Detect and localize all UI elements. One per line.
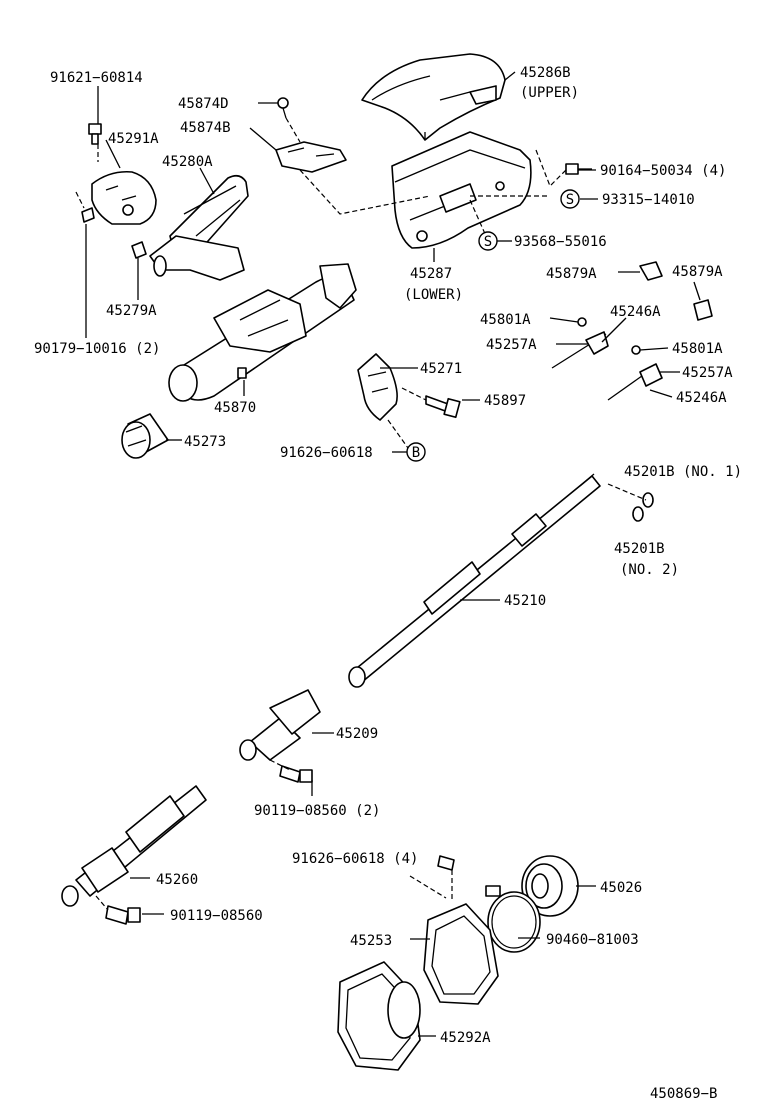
label-90164-50034: 90164−50034 (4)	[600, 163, 726, 179]
label-90119-08560: 90119−08560	[170, 908, 263, 924]
part-90179-10016-nut	[81, 207, 95, 223]
label-45287: 45287	[410, 266, 452, 282]
part-45257a-lever-b	[607, 363, 663, 401]
part-90164-50034-screw	[565, 163, 592, 175]
label-45246a-1: 45246A	[610, 304, 661, 320]
label-45286b: 45286B	[520, 65, 571, 81]
part-90460-81003-clamp	[485, 885, 541, 953]
label-lower: (LOWER)	[404, 287, 463, 303]
circle-mark-b: B	[406, 442, 426, 462]
label-91626-60618-4: 91626−60618 (4)	[292, 851, 418, 867]
part-45026-seal	[521, 855, 579, 917]
label-45201b-no1: 45201B (NO. 1)	[624, 464, 742, 480]
svg-text:S: S	[566, 192, 574, 208]
circle-mark-s-1: S	[560, 189, 580, 209]
part-45879a-clip-a	[639, 261, 663, 281]
label-45874d: 45874D	[178, 96, 229, 112]
part-90119-08560-bolt	[105, 905, 141, 925]
part-labels: 91621−60814 45291A 45280A 45874D 45874B …	[34, 65, 742, 1102]
part-45210-main-shaft	[348, 473, 601, 688]
label-45257a-1: 45257A	[486, 337, 537, 353]
label-91626-60618: 91626−60618	[280, 445, 373, 461]
label-45292a: 45292A	[440, 1030, 491, 1046]
label-90179-10016: 90179−10016 (2)	[34, 341, 160, 357]
label-45210: 45210	[504, 593, 546, 609]
circle-mark-s-2: S	[478, 231, 498, 251]
label-45279a: 45279A	[106, 303, 157, 319]
part-45870-column-tube	[168, 263, 357, 402]
figure-code: 450869−B	[650, 1086, 717, 1102]
part-45801a-screw-b	[631, 345, 641, 355]
label-45291a: 45291A	[108, 131, 159, 147]
label-45253: 45253	[350, 933, 392, 949]
label-upper: (UPPER)	[520, 85, 579, 101]
part-45209-universal-joint	[239, 689, 321, 761]
label-45246a-2: 45246A	[676, 390, 727, 406]
svg-text:S: S	[484, 234, 492, 250]
part-45279a-clip	[131, 241, 147, 259]
label-91621-60814: 91621−60814	[50, 70, 143, 86]
label-45879a-2: 45879A	[672, 264, 723, 280]
part-45897-pin	[425, 395, 461, 419]
label-45201b-no2: 45201B	[614, 541, 665, 557]
label-93315-14010: 93315−14010	[602, 192, 695, 208]
part-45257a-lever-a	[551, 331, 609, 369]
part-45879a-clip-b	[693, 299, 713, 321]
part-45201b-bushing-no2	[632, 506, 644, 522]
label-45870: 45870	[214, 400, 256, 416]
part-45287-lower-cover	[391, 131, 532, 249]
label-90460-81003: 90460−81003	[546, 932, 639, 948]
label-45280a: 45280A	[162, 154, 213, 170]
part-45874b-pad	[275, 141, 347, 173]
label-45879a-1: 45879A	[546, 266, 597, 282]
label-90119-08560-2: 90119−08560 (2)	[254, 803, 380, 819]
assembly-dashed-lines	[75, 117, 647, 911]
part-90119-08560-bolt-2	[279, 765, 313, 783]
part-45271-switch	[357, 353, 398, 421]
part-45201b-bushing-no1	[642, 492, 654, 508]
label-45209: 45209	[336, 726, 378, 742]
label-45026: 45026	[600, 880, 642, 896]
label-45271: 45271	[420, 361, 462, 377]
label-45897: 45897	[484, 393, 526, 409]
part-45280a-column-bracket	[149, 174, 249, 281]
part-91621-60814-bolt	[88, 123, 102, 145]
label-45273: 45273	[184, 434, 226, 450]
part-45273-lock-cylinder	[121, 413, 169, 459]
label-no2: (NO. 2)	[620, 562, 679, 578]
part-45253-plate	[423, 903, 499, 1005]
part-45260-intermediate-shaft	[61, 785, 207, 907]
svg-text:B: B	[412, 445, 420, 461]
part-45801a-screw-a	[577, 317, 587, 327]
part-91626-60618-bolt-4	[437, 855, 455, 871]
label-45801a-2: 45801A	[672, 341, 723, 357]
part-45286b-upper-cover	[361, 53, 506, 141]
label-45257a-2: 45257A	[682, 365, 733, 381]
label-93568-55016: 93568−55016	[514, 234, 607, 250]
label-45260: 45260	[156, 872, 198, 888]
leader-lines	[85, 71, 701, 1037]
part-45291a-bracket	[91, 170, 157, 225]
label-45801a-1: 45801A	[480, 312, 531, 328]
part-45874d-clip	[277, 97, 289, 119]
part-45292a-boot	[337, 961, 421, 1071]
label-45874b: 45874B	[180, 120, 231, 136]
